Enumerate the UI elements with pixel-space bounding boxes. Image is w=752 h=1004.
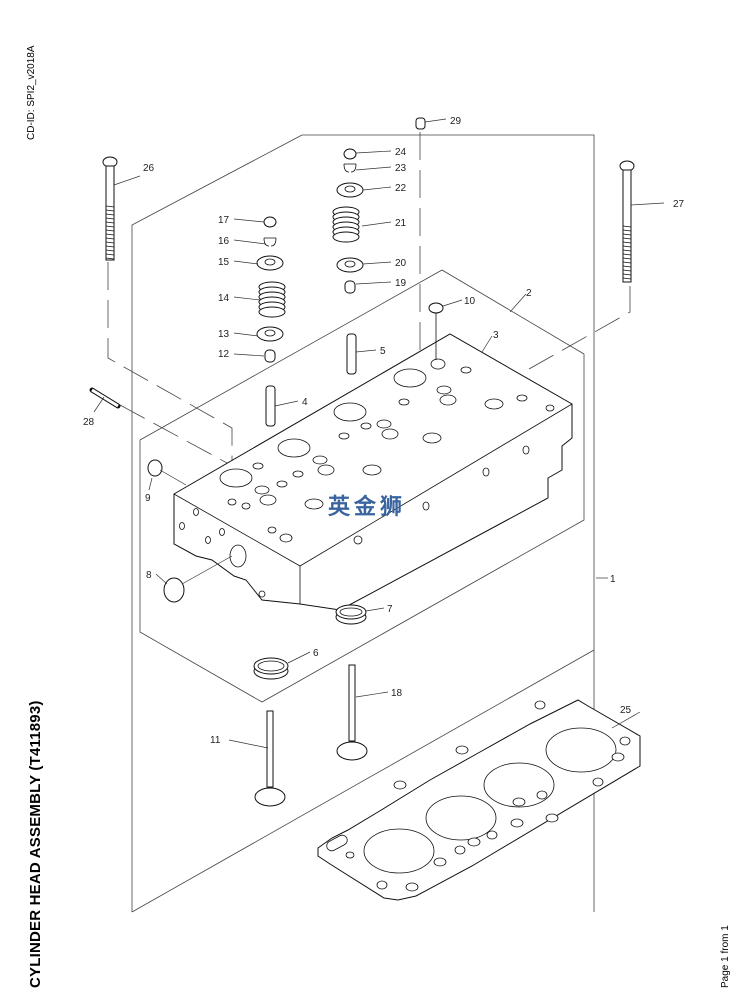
thread-mark bbox=[105, 257, 115, 260]
callout-11: 11 bbox=[210, 735, 221, 746]
callout-28: 28 bbox=[83, 417, 95, 428]
callout-9: 9 bbox=[145, 493, 151, 504]
callout-21: 21 bbox=[395, 218, 407, 229]
callout-19: 19 bbox=[395, 278, 407, 289]
callout-18: 18 bbox=[391, 688, 403, 699]
valve-11 bbox=[254, 710, 286, 807]
callout-29: 29 bbox=[450, 116, 462, 127]
head-bolt-right bbox=[619, 160, 635, 283]
callout-12: 12 bbox=[218, 349, 230, 360]
thread-mark bbox=[622, 253, 632, 256]
cylinder-head bbox=[173, 333, 573, 611]
head-bolt-left bbox=[102, 156, 118, 261]
thread-mark bbox=[105, 213, 115, 216]
valve-18 bbox=[336, 664, 368, 761]
callout-5: 5 bbox=[380, 346, 386, 357]
thread-mark bbox=[622, 245, 632, 248]
callout-6: 6 bbox=[313, 648, 319, 659]
thread-mark bbox=[105, 233, 115, 236]
thread-mark bbox=[622, 249, 632, 252]
callout-16: 16 bbox=[218, 236, 230, 247]
callout-4: 4 bbox=[302, 397, 308, 408]
seat-insert-10 bbox=[428, 302, 444, 360]
leader-lines bbox=[93, 118, 665, 749]
spring-coil bbox=[332, 231, 360, 243]
thread-mark bbox=[105, 245, 115, 248]
thread-mark bbox=[622, 273, 632, 276]
valve-stack-right bbox=[332, 148, 364, 294]
thread-mark bbox=[105, 205, 115, 208]
thread-mark bbox=[622, 269, 632, 272]
callout-14: 14 bbox=[218, 293, 230, 304]
valve-stack-left bbox=[256, 216, 286, 363]
thread-mark bbox=[105, 217, 115, 220]
head-gasket bbox=[317, 699, 641, 901]
callout-20: 20 bbox=[395, 258, 407, 269]
assembly-frame-outer bbox=[131, 134, 595, 913]
thread-mark bbox=[105, 253, 115, 256]
core-plug-9 bbox=[147, 459, 187, 486]
callout-8: 8 bbox=[146, 570, 152, 581]
callout-labels: 1 2 3 4 5 6 7 8 9 10 11 12 13 14 15 16 1… bbox=[83, 116, 685, 746]
thread-mark bbox=[105, 241, 115, 244]
callout-3: 3 bbox=[493, 330, 499, 341]
thread-mark bbox=[622, 225, 632, 228]
callout-22: 22 bbox=[395, 183, 407, 194]
callout-26: 26 bbox=[143, 163, 155, 174]
thread-mark bbox=[622, 237, 632, 240]
thread-mark bbox=[105, 221, 115, 224]
thread-mark bbox=[622, 261, 632, 264]
thread-mark bbox=[622, 233, 632, 236]
dowel bbox=[415, 117, 426, 130]
thread-mark bbox=[622, 277, 632, 280]
seat-insert-6 bbox=[253, 657, 289, 680]
seat-insert-7 bbox=[335, 604, 367, 625]
assembly-frame-inner bbox=[139, 269, 585, 703]
callout-25: 25 bbox=[620, 705, 632, 716]
callout-1: 1 bbox=[610, 574, 616, 585]
thread-mark bbox=[105, 237, 115, 240]
callout-2: 2 bbox=[526, 288, 532, 299]
callout-10: 10 bbox=[464, 296, 476, 307]
valve-guide-5 bbox=[346, 333, 357, 375]
callout-17: 17 bbox=[218, 215, 230, 226]
thread-mark bbox=[622, 229, 632, 232]
callout-7: 7 bbox=[387, 604, 393, 615]
valve-guide-4 bbox=[265, 385, 276, 427]
callout-13: 13 bbox=[218, 329, 230, 340]
thread-mark bbox=[105, 229, 115, 232]
callout-23: 23 bbox=[395, 163, 407, 174]
thread-mark bbox=[622, 241, 632, 244]
callout-15: 15 bbox=[218, 257, 230, 268]
thread-mark bbox=[105, 209, 115, 212]
spring-coil bbox=[258, 306, 286, 318]
callout-27: 27 bbox=[673, 199, 685, 210]
thread-mark bbox=[622, 257, 632, 260]
stud bbox=[89, 387, 121, 409]
callout-24: 24 bbox=[395, 147, 407, 158]
watermark-text: 英金狮 bbox=[328, 495, 407, 520]
core-plug-8 bbox=[163, 555, 233, 603]
thread-mark bbox=[105, 249, 115, 252]
thread-mark bbox=[105, 225, 115, 228]
thread-mark bbox=[622, 265, 632, 268]
